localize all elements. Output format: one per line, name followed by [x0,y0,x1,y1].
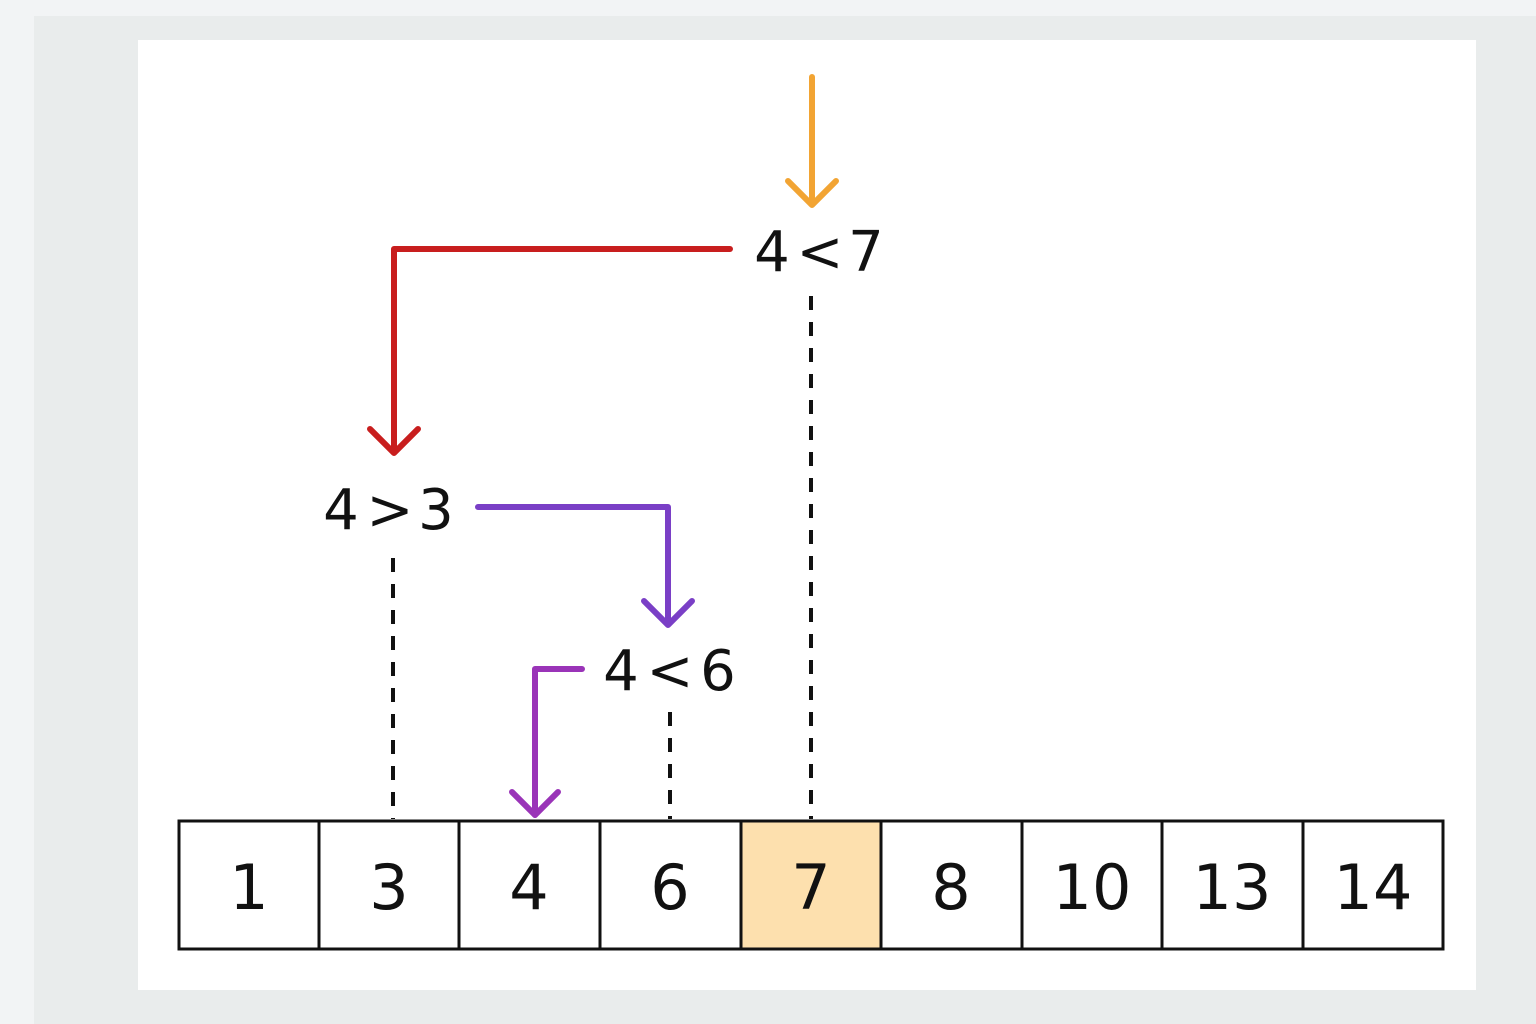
array-value-1: 3 [369,851,408,924]
array-value-3: 6 [650,851,689,924]
comparison-1-op: < [797,220,844,285]
array-value-2: 4 [509,851,548,924]
array: 1 3 4 6 7 8 10 13 14 [177,819,1445,951]
step3-arrow-left [509,666,585,818]
comparison-3-right: 6 [700,639,736,704]
array-cell-4-highlighted [739,819,883,951]
comparison-3-left: 4 [603,639,639,704]
comparison-2-left: 4 [323,478,359,543]
array-cell-5 [879,819,1024,951]
array-cell-8 [1301,819,1445,951]
comparison-2-right: 3 [418,478,454,543]
comparison-2-op: > [367,478,414,543]
array-cell-0 [177,819,321,951]
entry-arrow [785,74,839,208]
array-value-8: 14 [1334,851,1413,924]
array-value-5: 8 [931,851,970,924]
comparison-1-left: 4 [754,220,790,285]
array-value-4: 7 [791,851,830,924]
comparison-1: 4 < 7 [754,220,884,285]
array-cell-3 [598,819,743,951]
guide-lines [391,296,813,819]
step2-arrow-right [475,504,695,628]
comparison-3: 4 < 6 [603,639,736,704]
array-cell-7 [1160,819,1305,951]
array-value-6: 10 [1053,851,1132,924]
step1-arrow-left [367,246,733,456]
array-cell-6 [1020,819,1164,951]
comparison-1-right: 7 [848,220,884,285]
array-value-7: 13 [1193,851,1272,924]
comparison-3-op: < [647,639,694,704]
array-value-0: 1 [229,851,268,924]
comparison-2: 4 > 3 [323,478,454,543]
